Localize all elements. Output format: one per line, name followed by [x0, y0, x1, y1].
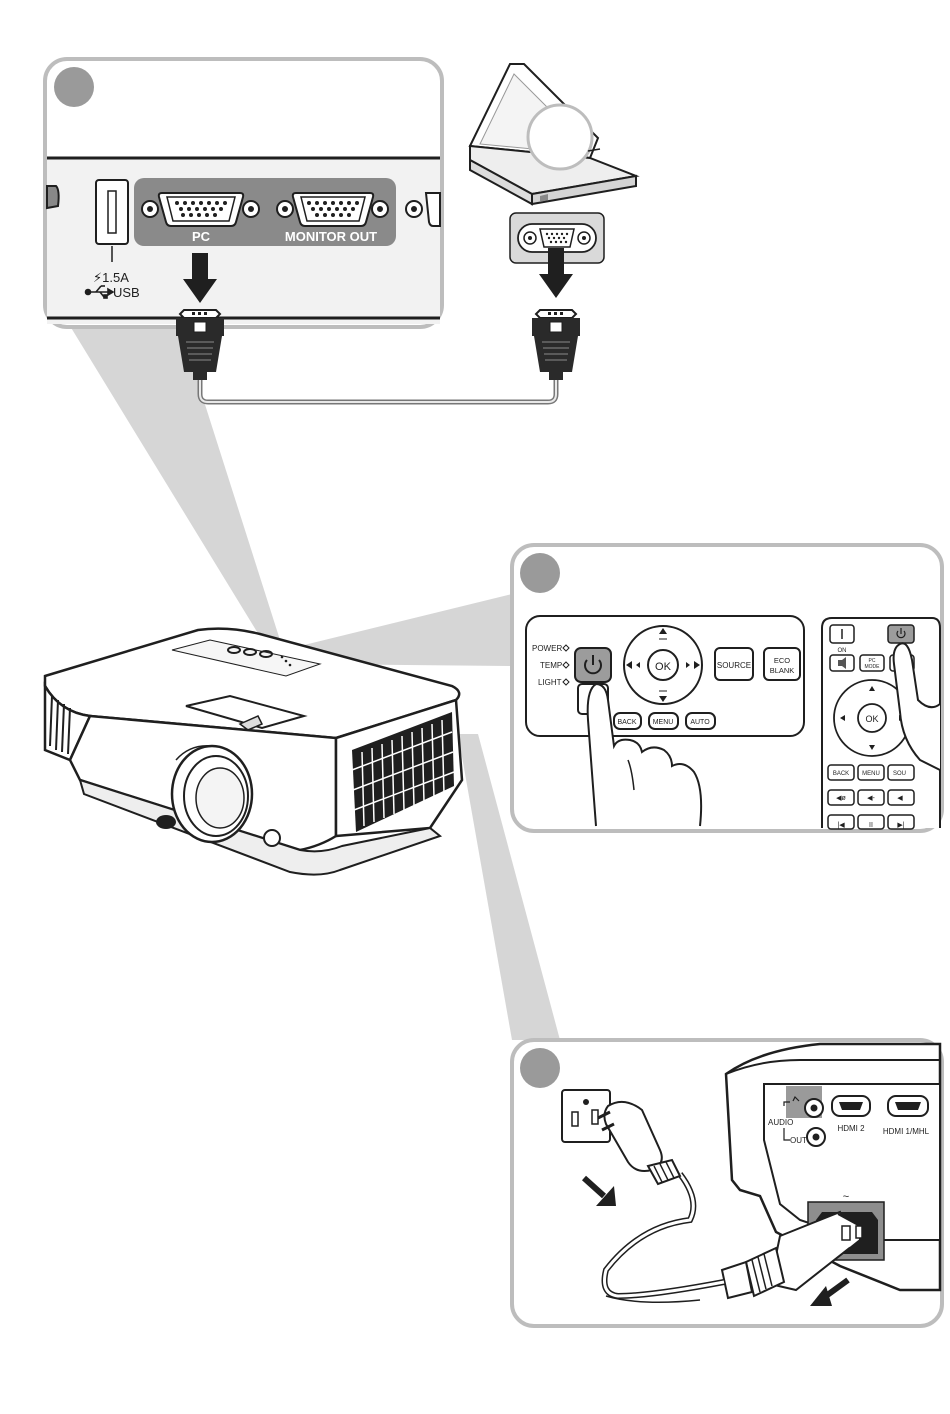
- remote-menu-label: MENU: [862, 771, 880, 777]
- remote-prev-icon: |◀: [837, 822, 845, 829]
- step-number-circle-3: [520, 1048, 560, 1088]
- source-button-label: SOURCE: [717, 661, 751, 670]
- panel-power-cord: AUDIO OUT HDMI 2 HDMI 1/MHL ~: [512, 1040, 942, 1326]
- partial-port-left: [47, 186, 59, 208]
- callout-beam-1: [70, 326, 280, 640]
- hdmi-2-label: HDMI 2: [837, 1124, 865, 1133]
- vga-cable: [200, 380, 556, 402]
- pc-port-label: PC: [192, 229, 211, 244]
- laptop: [470, 64, 636, 204]
- usb-label: USB: [113, 285, 140, 300]
- magnifier-circle: [528, 105, 592, 169]
- monitor-out-port-label: MONITOR OUT: [285, 229, 377, 244]
- remote-ok-label: OK: [865, 714, 878, 724]
- eco-blank-button-label-1: ECO: [774, 656, 790, 665]
- light-indicator-label: LIGHT: [538, 678, 562, 687]
- ac-symbol: ~: [843, 1191, 849, 1203]
- step-number-circle-2: [520, 553, 560, 593]
- panel-power-on: POWER TEMP LIGHT OK SOURCE ECO BLAN: [512, 545, 942, 831]
- ir-sensor: [264, 830, 280, 846]
- out-label: OUT: [790, 1136, 807, 1145]
- hdmi-1-mhl-port: [888, 1096, 928, 1116]
- remote-control: ON PC MODE OK BACK MENU SOU: [822, 618, 940, 829]
- panel-pc-connection: ⚡1.5A USB PC: [45, 59, 442, 327]
- audio-label: AUDIO: [768, 1118, 793, 1127]
- remote-on-label: ON: [838, 648, 847, 654]
- remote-back-label: BACK: [833, 771, 849, 777]
- temp-indicator-label: TEMP: [540, 661, 562, 670]
- auto-button-label: AUTO: [690, 719, 710, 726]
- back-button-label: BACK: [617, 719, 636, 726]
- remote-next-icon: ▶|: [897, 822, 904, 829]
- remote-volume-up-icon: ◀: [897, 795, 903, 802]
- step-number-circle-1: [54, 67, 94, 107]
- eco-blank-button-label-2: BLANK: [770, 666, 795, 675]
- remote-pause-icon: II: [869, 822, 873, 829]
- hdmi-1-mhl-label: HDMI 1/MHL: [883, 1127, 930, 1136]
- hdmi-2-port: [832, 1096, 870, 1116]
- projector: [45, 629, 462, 875]
- dpad[interactable]: OK: [624, 626, 702, 704]
- usb-rating-label: ⚡1.5A: [93, 270, 129, 285]
- projector-foot: [156, 815, 176, 829]
- power-indicator-label: POWER: [532, 644, 562, 653]
- remote-volume-down-icon: ◀-: [867, 795, 875, 802]
- projector-lens: [172, 746, 252, 842]
- vga-cable-plug-right: [532, 310, 580, 380]
- remote-pc-mode-label-2: MODE: [865, 664, 881, 670]
- ok-button-label: OK: [655, 661, 672, 673]
- remote-source-label: SOU: [893, 771, 906, 777]
- remote-mute-icon: ◀ø: [836, 795, 846, 802]
- menu-button-label: MENU: [653, 719, 674, 726]
